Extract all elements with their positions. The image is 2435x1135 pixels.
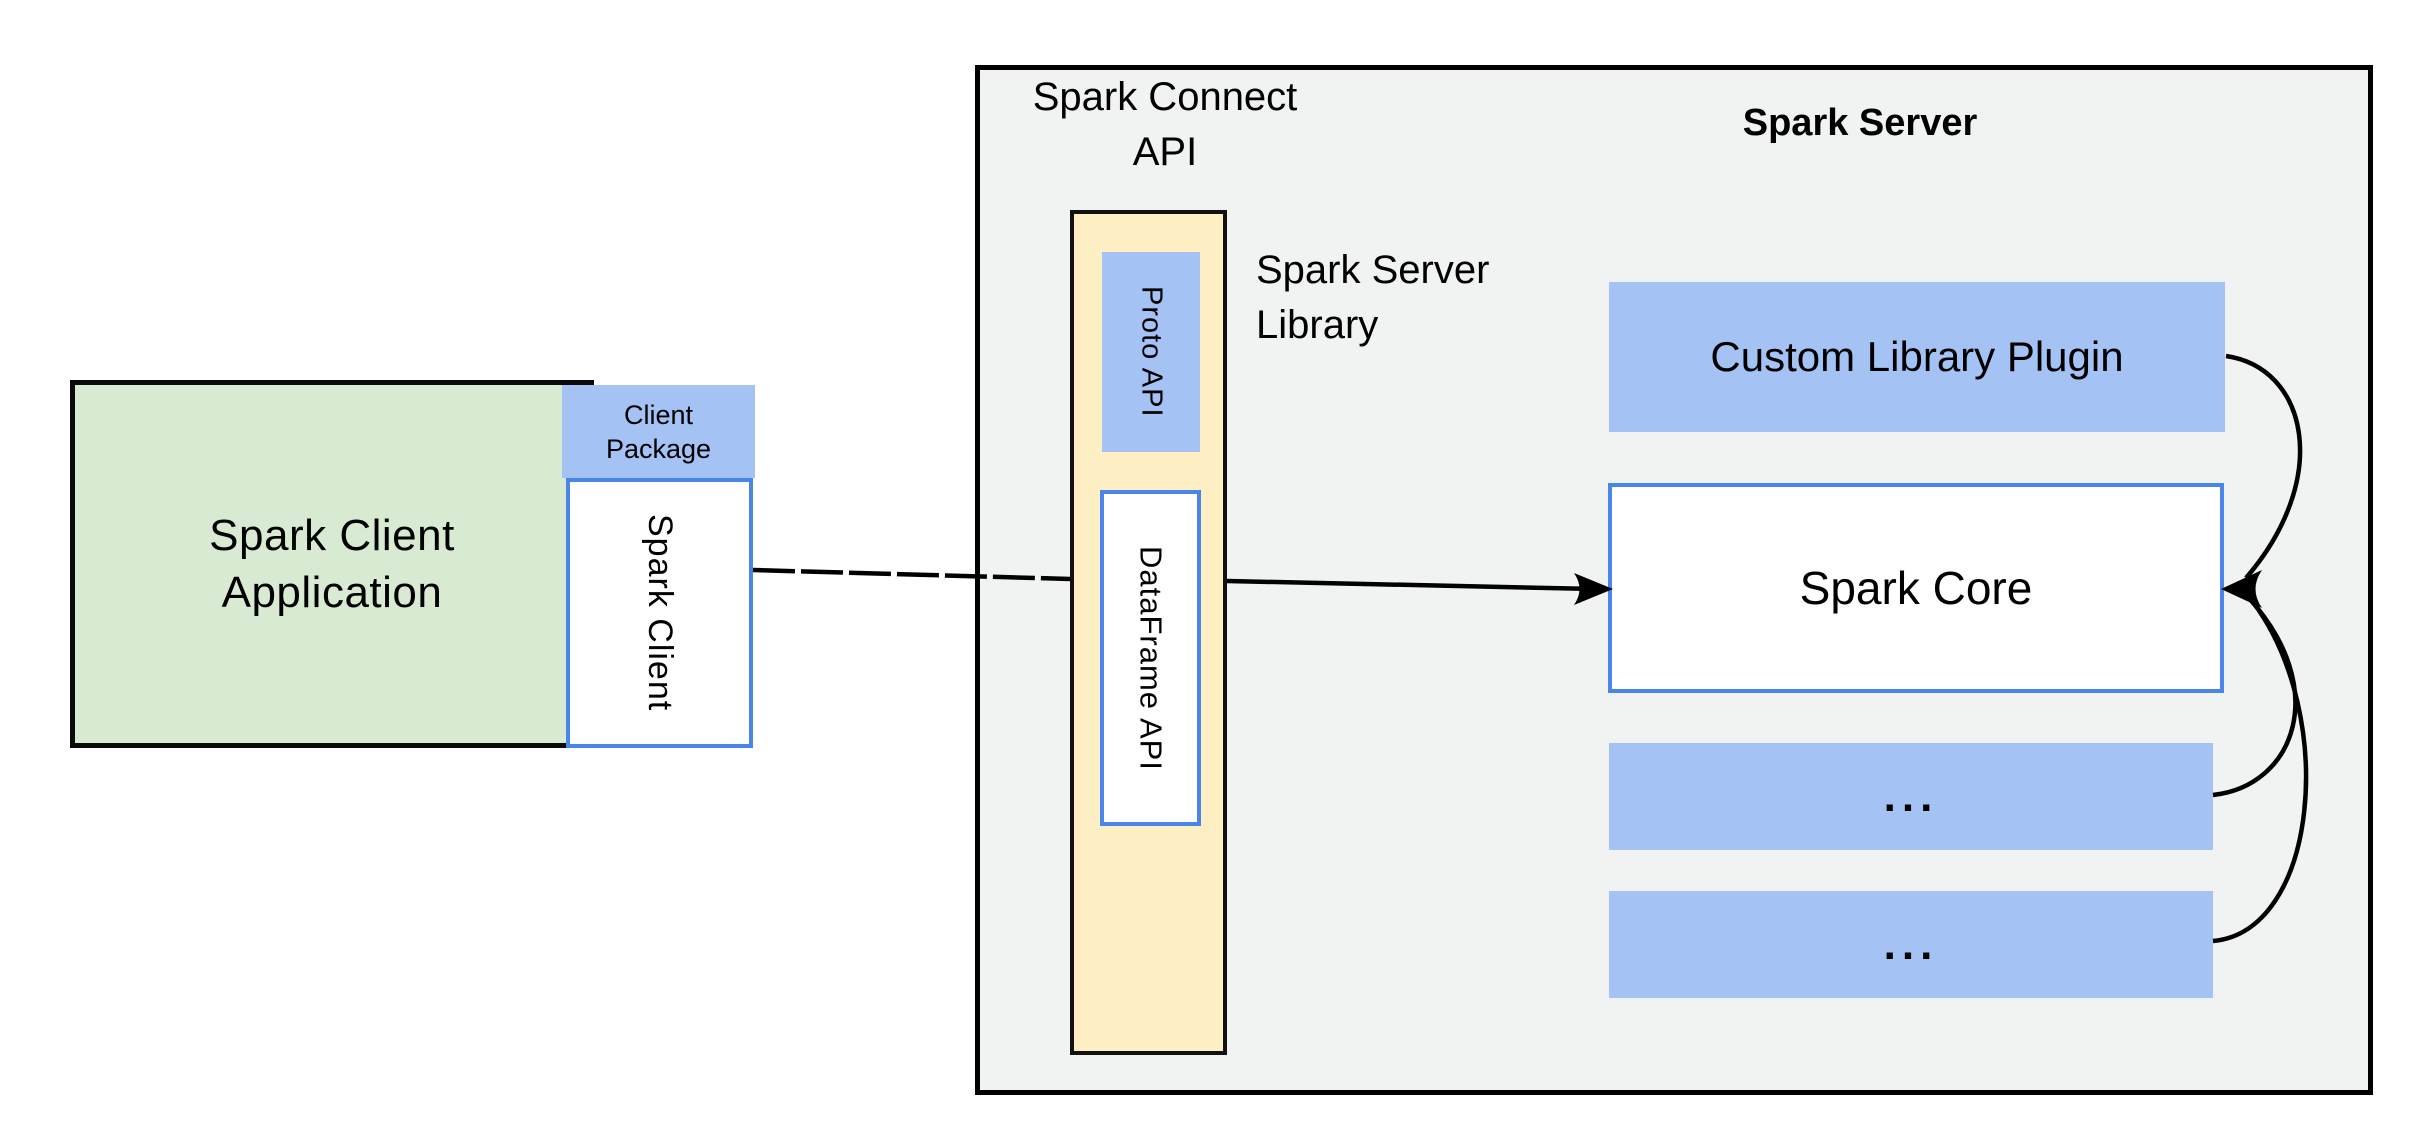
ellipsis-top-label: ... — [1883, 771, 1939, 821]
spark-client-label: Spark Client — [641, 514, 679, 712]
ellipsis-box-top: ... — [1609, 743, 2213, 850]
custom-library-plugin-label: Custom Library Plugin — [1710, 333, 2124, 380]
dataframe-api-label: DataFrame API — [1133, 545, 1169, 771]
spark-server-library-label: Spark Server Library — [1256, 243, 1676, 353]
spark-connect-api-title-line1: Spark Connect — [1032, 75, 1298, 119]
spark-connect-api-title: Spark Connect API — [1000, 70, 1330, 180]
custom-library-plugin-box: Custom Library Plugin — [1609, 282, 2225, 432]
spark-core-label: Spark Core — [1799, 562, 2033, 614]
client-package-label-line1: Client — [623, 399, 694, 430]
spark-client-box: Spark Client — [566, 478, 753, 748]
spark-connect-api-title-line2: API — [1132, 130, 1198, 174]
proto-api-box: Proto API — [1102, 252, 1200, 452]
client-package-box: Client Package — [562, 385, 755, 478]
spark-client-application-label-line1: Spark Client — [209, 511, 455, 560]
client-package-label-line2: Package — [605, 433, 712, 464]
spark-core-box: Spark Core — [1608, 483, 2224, 693]
spark-client-application-label-line2: Application — [221, 568, 443, 617]
spark-server-library-label-line2: Library — [1256, 303, 1379, 347]
ellipsis-bottom-label: ... — [1883, 919, 1939, 969]
spark-client-application-label: Spark Client Application — [209, 507, 455, 621]
proto-api-label: Proto API — [1135, 286, 1168, 418]
ellipsis-box-bottom: ... — [1609, 891, 2213, 998]
spark-server-title: Spark Server — [1742, 102, 1978, 144]
dataframe-api-box: DataFrame API — [1100, 490, 1201, 826]
spark-client-application-box: Spark Client Application — [70, 380, 594, 748]
spark-server-library-label-line1: Spark Server — [1256, 248, 1490, 292]
